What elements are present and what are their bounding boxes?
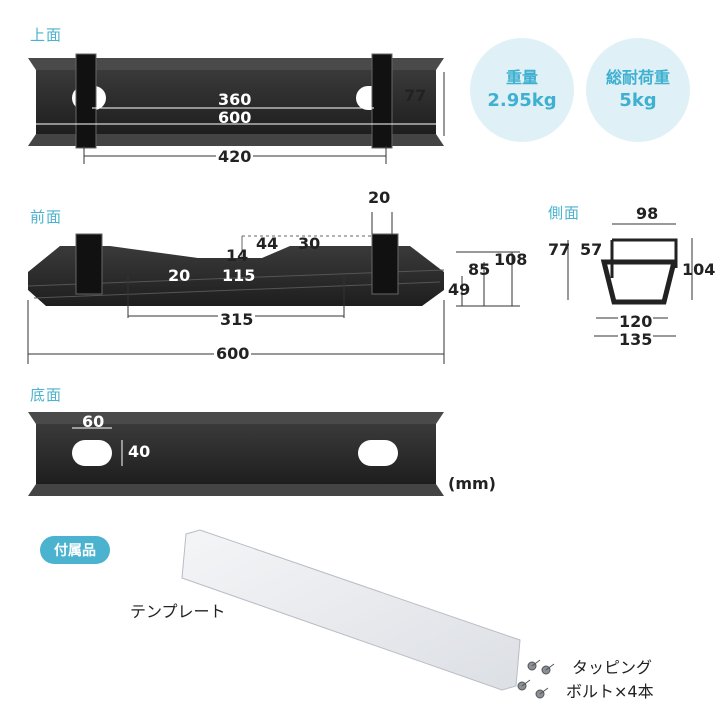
dim-front-49: 49	[448, 280, 471, 299]
top-view-tray	[28, 53, 444, 149]
dim-side-135: 135	[618, 330, 654, 349]
dim-top-bracket-span: 420	[216, 147, 254, 166]
view-label-side: 側面	[548, 204, 581, 222]
bottom-view-tray	[28, 412, 444, 496]
front-bracket-right	[371, 233, 399, 295]
load-label: 総耐荷重	[605, 67, 670, 87]
screws-label-line1: タッピング	[572, 658, 653, 677]
view-label-top: 上面	[30, 26, 63, 44]
unit-label: (mm)	[448, 474, 496, 493]
load-badge: 総耐荷重 5kg	[586, 38, 690, 142]
dim-front-108: 108	[494, 250, 528, 269]
screw-icons	[517, 659, 555, 699]
bottom-hole-left	[72, 440, 112, 466]
view-label-front: 前面	[30, 208, 63, 226]
accessories-badge: 付属品	[40, 536, 110, 564]
dim-front-115: 115	[222, 266, 256, 285]
bottom-hole-right	[358, 440, 398, 466]
dim-front-85: 85	[468, 260, 491, 279]
dim-top-hole-span: 360	[218, 90, 252, 109]
weight-value: 2.95kg	[487, 89, 557, 111]
front-view-tray	[27, 233, 445, 306]
dim-bottom-60: 60	[82, 412, 105, 431]
dim-side-104: 104	[682, 260, 716, 279]
front-bracket-left	[75, 233, 103, 295]
dim-top-depth: 77	[404, 86, 427, 105]
dim-side-77: 77	[548, 240, 571, 259]
side-view-tray	[600, 238, 678, 305]
dim-side-98: 98	[636, 204, 659, 223]
dim-front-600: 600	[214, 344, 252, 363]
top-bracket-left	[75, 53, 97, 149]
weight-label: 重量	[505, 67, 538, 87]
load-value: 5kg	[619, 89, 657, 111]
dim-side-120: 120	[618, 312, 654, 331]
template-plate	[181, 529, 521, 691]
weight-badge: 重量 2.95kg	[470, 38, 574, 142]
dim-front-20a: 20	[368, 188, 391, 207]
view-label-bottom: 底面	[30, 386, 63, 404]
screws-label-line2: ボルト×4本	[566, 682, 654, 701]
top-bracket-right	[371, 53, 393, 149]
dim-bottom-40: 40	[128, 442, 151, 461]
dim-side-57: 57	[580, 240, 603, 259]
dim-top-inner: 600	[218, 108, 252, 127]
dim-front-14: 14	[226, 246, 249, 265]
dim-front-30: 30	[298, 234, 321, 253]
dim-front-44: 44	[256, 234, 279, 253]
template-label: テンプレート	[130, 602, 226, 621]
dim-front-315: 315	[218, 310, 256, 329]
dim-front-20b: 20	[168, 266, 191, 285]
